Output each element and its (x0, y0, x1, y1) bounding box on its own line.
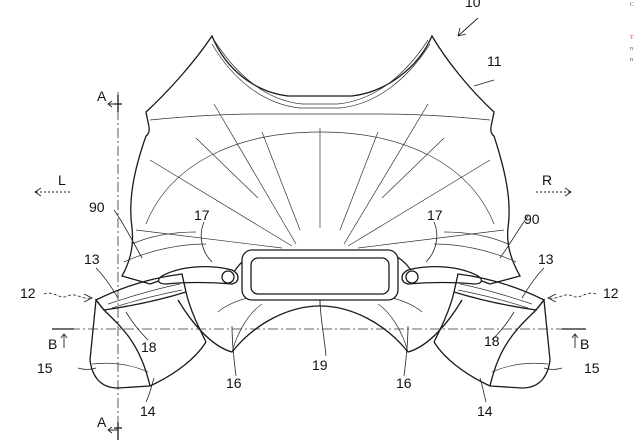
label-side-assembly-right: 12 (603, 285, 619, 301)
margin-note: C T n n (630, 0, 640, 110)
leader-lines (43, 17, 597, 403)
margin-line: n (630, 46, 633, 52)
label-inlet-left: 17 (194, 207, 210, 223)
label-side-assembly-left: 12 (20, 285, 36, 301)
label-device: 10 (465, 0, 481, 10)
label-direction-left: L (58, 172, 66, 188)
label-cowl: 11 (487, 53, 502, 69)
margin-line: T (630, 35, 634, 41)
label-direction-right: R (542, 172, 552, 188)
label-section-a-top: A (97, 88, 107, 104)
label-mirror-left: 90 (89, 199, 105, 215)
left-air-inlet (157, 266, 239, 285)
label-inlet-right: 17 (427, 207, 443, 223)
reference-labels: 10 11 A A L R 90 90 17 17 13 13 12 12 B … (20, 0, 619, 430)
label-edge-right: 18 (484, 333, 500, 349)
direction-arrow-left-icon (34, 187, 70, 197)
label-panel-left: 15 (37, 360, 53, 376)
left-side-panel (89, 273, 207, 389)
margin-line: C (630, 2, 635, 8)
label-lower-left: 14 (140, 403, 156, 419)
center-display (241, 249, 399, 301)
label-light-left: 13 (84, 251, 100, 267)
section-line-a (107, 92, 122, 440)
direction-arrow-right-icon (536, 187, 572, 197)
label-mirror-right: 90 (524, 211, 540, 227)
label-edge-left: 18 (141, 339, 157, 355)
label-lower-right: 14 (477, 403, 493, 419)
right-air-inlet (401, 266, 483, 285)
margin-line: n (630, 57, 633, 63)
right-side-panel (433, 273, 551, 389)
label-panel-right: 15 (584, 360, 600, 376)
label-duct-right: 16 (396, 375, 412, 391)
label-section-b-right: B (580, 336, 589, 352)
cowl-body (121, 34, 521, 285)
label-section-a-bottom: A (97, 414, 107, 430)
label-duct-left: 16 (226, 375, 242, 391)
label-center-part: 19 (312, 357, 328, 373)
label-light-right: 13 (538, 251, 554, 267)
label-section-b-left: B (48, 336, 57, 352)
section-line-b (52, 328, 586, 348)
